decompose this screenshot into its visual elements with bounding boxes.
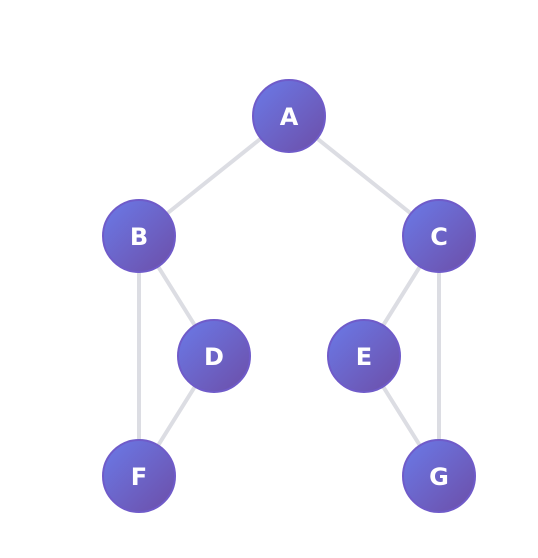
node-f[interactable]: F xyxy=(102,439,176,513)
node-label: A xyxy=(280,103,299,131)
node-d[interactable]: D xyxy=(177,319,251,393)
node-circle xyxy=(402,439,476,513)
node-label: D xyxy=(204,343,224,371)
node-b[interactable]: B xyxy=(102,199,176,273)
edges xyxy=(137,114,441,478)
node-circle xyxy=(402,199,476,273)
node-label: E xyxy=(356,343,372,371)
node-circle xyxy=(327,319,401,393)
node-label: G xyxy=(429,463,449,491)
node-label: F xyxy=(131,463,147,491)
node-circle xyxy=(102,199,176,273)
node-e[interactable]: E xyxy=(327,319,401,393)
node-a[interactable]: A xyxy=(252,79,326,153)
node-label: C xyxy=(430,223,448,251)
node-c[interactable]: C xyxy=(402,199,476,273)
node-circle xyxy=(177,319,251,393)
node-circle xyxy=(102,439,176,513)
node-g[interactable]: G xyxy=(402,439,476,513)
node-label: B xyxy=(130,223,148,251)
nodes: A B C D E F G xyxy=(102,79,476,513)
node-circle xyxy=(252,79,326,153)
